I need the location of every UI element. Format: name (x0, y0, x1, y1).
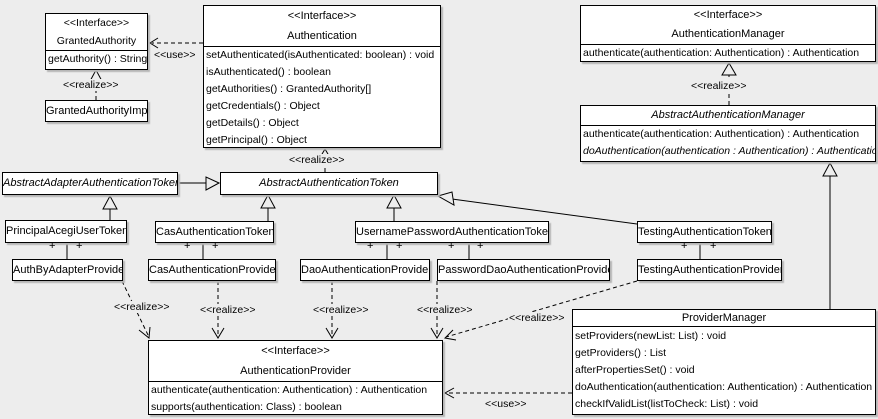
method: doAuthentication(authentication : Authen… (583, 145, 875, 157)
class-password-dao-authentication-provider[interactable]: PasswordDaoAuthenticationProvider (437, 259, 610, 281)
method: checkIfValidList(listToCheck: List) : vo… (575, 398, 759, 410)
class-name: AbstractAuthenticationToken (259, 177, 399, 189)
association-end-plus: + (212, 240, 219, 252)
class-granted-authority-impl[interactable]: GrantedAuthorityImpl (45, 100, 148, 122)
arrowhead-realize-authentication-manager (721, 62, 737, 76)
class-authentication[interactable]: <<Interface>> Authentication setAuthenti… (203, 5, 441, 148)
method: getProviders() : List (575, 347, 667, 359)
arrowhead-realize-cas-provider (211, 327, 225, 339)
arrowhead-realize-passworddao-provider (430, 327, 444, 339)
class-name: AuthenticationProvider (240, 365, 351, 377)
arrowhead-gen-provider-manager (822, 161, 838, 177)
association-end-plus: + (367, 240, 374, 252)
class-abstract-authentication-manager[interactable]: AbstractAuthenticationManager authentica… (580, 105, 876, 162)
class-name: Authentication (287, 30, 357, 42)
class-name: CasAuthenticationToken (156, 226, 274, 238)
arrowhead-gen-adapter-token (205, 176, 221, 191)
edge-label-realize: <<realize>> (508, 312, 566, 324)
method: setAuthenticated(isAuthenticated: boolea… (206, 49, 435, 61)
edge-label-realize: <<realize>> (62, 79, 120, 91)
method: getPrincipal() : Object (206, 134, 307, 146)
association-end-plus: + (477, 240, 484, 252)
class-name: AuthenticationManager (671, 28, 785, 40)
edge-realize-testing-provider (445, 280, 638, 338)
arrowhead-realize-testing-provider (443, 329, 457, 341)
method: afterPropertiesSet() : void (575, 364, 695, 376)
class-username-password-authentication-token[interactable]: UsernamePasswordAuthenticationToken (355, 221, 549, 243)
class-name: AbstractAuthenticationManager (651, 109, 805, 121)
class-testing-authentication-provider[interactable]: TestingAuthenticationProvider (637, 259, 782, 281)
edge-label-realize: <<realize>> (199, 304, 257, 316)
association-end-plus: + (710, 240, 717, 252)
class-cas-authentication-provider[interactable]: CasAuthenticationProvider (148, 259, 276, 281)
class-name: ProviderManager (681, 312, 767, 324)
class-principal-acegi-user-token[interactable]: PrincipalAcegiUserToken (5, 220, 127, 243)
class-name: AuthByAdapterProvider (13, 264, 123, 276)
arrowhead-realize-authbyadapter-provider (138, 326, 151, 339)
edge-label-realize: <<realize>> (113, 301, 171, 313)
class-name: AbstractAdapterAuthenticationToken (3, 177, 178, 189)
class-granted-authority[interactable]: <<Interface>> GrantedAuthority getAuthor… (45, 13, 148, 70)
association-end-plus: + (448, 240, 455, 252)
arrowhead-use-granted-authority (149, 37, 159, 49)
class-name: TestingAuthenticationProvider (638, 264, 782, 276)
stereotype: <<Interface>> (693, 9, 763, 21)
class-name: PasswordDaoAuthenticationProvider (438, 264, 610, 276)
association-end-plus: + (681, 240, 688, 252)
method: setProviders(newList: List) : void (575, 330, 727, 342)
edge-label-realize: <<realize>> (416, 304, 474, 316)
method: authenticate(authentication: Authenticat… (151, 384, 428, 396)
class-authentication-provider[interactable]: <<Interface>> AuthenticationProvider aut… (148, 340, 443, 415)
association-end-plus: + (76, 240, 83, 252)
class-authentication-manager[interactable]: <<Interface>> AuthenticationManager auth… (580, 5, 876, 62)
stereotype: <<Interface>> (261, 345, 330, 357)
method: authenticate(authentication: Authenticat… (583, 47, 860, 59)
arrowhead-use-authentication-provider (443, 387, 455, 399)
class-testing-authentication-token[interactable]: TestingAuthenticationToken (637, 221, 772, 243)
arrowhead-gen-principal-token (102, 194, 118, 210)
method: getAuthority() : String (48, 53, 147, 65)
class-abstract-authentication-token[interactable]: AbstractAuthenticationToken (220, 172, 438, 195)
method: isAuthenticated() : boolean (206, 66, 331, 78)
method: authenticate(authentication: Authenticat… (583, 128, 860, 140)
class-name: DaoAuthenticationProvider (301, 264, 430, 276)
arrowhead-gen-username-token (386, 193, 402, 209)
arrowhead-realize-dao-provider (325, 327, 339, 339)
method: getCredentials() : Object (206, 100, 320, 112)
class-name: PrincipalAcegiUserToken (6, 225, 127, 237)
class-provider-manager[interactable]: ProviderManager setProviders(newList: Li… (572, 309, 876, 415)
edge-gen-testing-token (451, 198, 638, 225)
arrowhead-gen-testing-token (436, 191, 455, 206)
edge-label-use: <<use>> (153, 49, 197, 61)
edge-label-realize: <<realize>> (288, 154, 346, 166)
edge-label-realize: <<realize>> (690, 80, 748, 92)
class-cas-authentication-token[interactable]: CasAuthenticationToken (155, 221, 274, 243)
stereotype: <<Interface>> (63, 17, 130, 29)
class-name: GrantedAuthorityImpl (46, 105, 148, 117)
arrowhead-gen-cas-token (260, 193, 276, 209)
class-dao-authentication-provider[interactable]: DaoAuthenticationProvider (300, 259, 430, 281)
association-end-plus: + (184, 240, 191, 252)
class-auth-by-adapter-provider[interactable]: AuthByAdapterProvider (12, 259, 123, 281)
edge-label-realize: <<realize>> (312, 304, 370, 316)
stereotype: <<Interface>> (287, 10, 357, 22)
class-name: UsernamePasswordAuthenticationToken (356, 226, 549, 238)
method: supports(authentication: Class) : boolea… (151, 401, 342, 413)
class-name: CasAuthenticationProvider (149, 264, 276, 276)
class-name: TestingAuthenticationToken (638, 226, 772, 238)
association-end-plus: + (396, 240, 403, 252)
class-name: GrantedAuthority (56, 35, 137, 47)
edge-label-use: <<use>> (484, 398, 528, 410)
method: doAuthentication(authentication: Authent… (575, 381, 873, 393)
class-abstract-adapter-authentication-token[interactable]: AbstractAdapterAuthenticationToken (2, 172, 178, 195)
method: getDetails() : Object (206, 117, 299, 129)
association-end-plus: + (49, 240, 56, 252)
method: getAuthorities() : GrantedAuthority[] (206, 83, 372, 95)
